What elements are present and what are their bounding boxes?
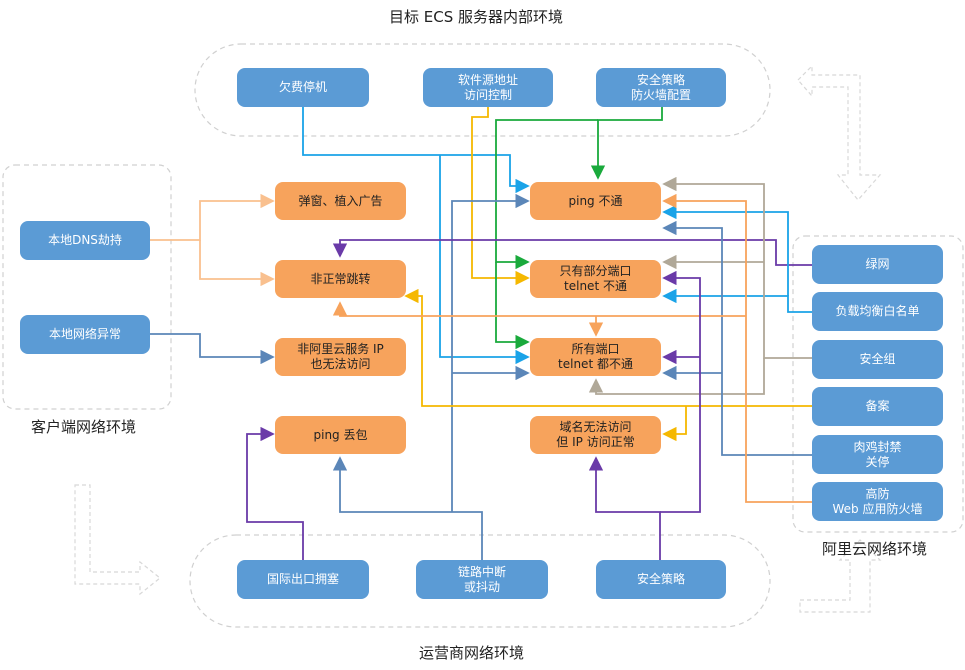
node-ping-fail-label: ping 不通 (568, 193, 623, 208)
line-localnet-to-nonaliyun (150, 333, 275, 365)
node-software-source[interactable]: 软件源地址 访问控制 (423, 68, 553, 107)
node-link-interrupt-line2: 或抖动 (463, 579, 500, 594)
node-slb-whitelist-label: 负载均衡白名单 (835, 304, 920, 318)
line-fw-to-allports (495, 262, 530, 350)
isp-group-border (189, 534, 771, 628)
node-arrears-label: 欠费停机 (278, 80, 327, 94)
ecs-group-border (194, 43, 771, 137)
line-dns-to-redirect (199, 240, 275, 287)
node-zombie-ban[interactable]: 肉鸡封禁 关停 (812, 435, 943, 474)
title-aliyun: 阿里云网络环境 (822, 540, 928, 558)
node-security-policy-fw[interactable]: 安全策略 防火墙配置 (596, 68, 726, 107)
node-popup-ads[interactable]: 弹窗、植入广告 (275, 182, 406, 220)
node-local-network-error[interactable]: 本地网络异常 (20, 315, 150, 354)
node-arrears[interactable]: 欠费停机 (237, 68, 369, 107)
node-ping-loss-label: ping 丢包 (313, 427, 368, 442)
node-zombie-ban-line2: 关停 (865, 454, 890, 469)
line-arrears-to-allports (439, 155, 530, 365)
node-dns-hijack-label: 本地DNS劫持 (48, 233, 122, 247)
node-green-net[interactable]: 绿网 (812, 245, 943, 284)
node-some-ports-line1: 只有部分端口 (559, 264, 632, 278)
node-some-ports[interactable]: 只有部分端口 telnet 不通 (530, 260, 661, 298)
line-waf-to-ping (662, 193, 812, 503)
node-dns-hijack[interactable]: 本地DNS劫持 (20, 221, 150, 260)
node-filing[interactable]: 备案 (812, 387, 943, 426)
node-ping-fail[interactable]: ping 不通 (530, 182, 661, 220)
node-security-group[interactable]: 安全组 (812, 340, 943, 379)
node-isp-policy-label: 安全策略 (636, 572, 685, 586)
corner-arrow-bottom-right (799, 539, 882, 613)
node-link-interrupt[interactable]: 链路中断 或抖动 (416, 560, 548, 599)
line-isppolicy-to-someports (660, 270, 701, 513)
node-all-ports-line1: 所有端口 (571, 342, 620, 356)
line-dns-to-popup (150, 193, 275, 241)
node-ddos-waf-line2: Web 应用防火墙 (832, 501, 923, 516)
title-ecs: 目标 ECS 服务器内部环境 (389, 8, 564, 26)
client-group-border (2, 164, 172, 410)
aliyun-group-border (792, 235, 964, 533)
node-intl-congestion-label: 国际出口拥塞 (266, 572, 339, 586)
node-ddos-waf[interactable]: 高防 Web 应用防火墙 (812, 482, 943, 521)
line-fw-to-someports (495, 119, 598, 270)
line-slb-to-ping (662, 204, 789, 296)
line-arrears-to-ping (302, 107, 530, 194)
node-domain-fail-line1: 域名无法访问 (559, 420, 632, 434)
corner-arrow-bottom-left (74, 484, 161, 596)
node-isp-policy[interactable]: 安全策略 (596, 560, 726, 599)
line-link-to-ping (451, 193, 530, 512)
node-all-ports[interactable]: 所有端口 telnet 都不通 (530, 338, 661, 376)
node-non-aliyun-ip-line2: 也无法访问 (310, 357, 371, 371)
node-non-aliyun-ip[interactable]: 非阿里云服务 IP 也无法访问 (275, 338, 406, 376)
line-link-to-pingloss (332, 456, 483, 560)
group-containers (2, 43, 964, 628)
node-non-aliyun-ip-line1: 非阿里云服务 IP (297, 342, 384, 356)
node-some-ports-line2: telnet 不通 (564, 279, 627, 293)
corner-arrows (74, 64, 882, 613)
line-fw-to-ping (590, 107, 663, 180)
line-filing-to-redirect (404, 288, 812, 407)
node-ddos-waf-line1: 高防 (865, 486, 890, 501)
node-domain-fail[interactable]: 域名无法访问 但 IP 访问正常 (530, 416, 661, 454)
node-link-interrupt-line1: 链路中断 (457, 564, 506, 579)
node-abnormal-redirect[interactable]: 非正常跳转 (275, 260, 406, 298)
connectors (150, 107, 812, 560)
node-ping-loss[interactable]: ping 丢包 (275, 416, 406, 454)
node-abnormal-redirect-label: 非正常跳转 (310, 271, 371, 286)
node-filing-label: 备案 (865, 399, 890, 413)
node-software-source-line1: 软件源地址 (457, 72, 518, 87)
node-software-source-line2: 访问控制 (463, 87, 512, 102)
node-security-policy-fw-line2: 防火墙配置 (630, 87, 691, 102)
line-zombie-to-ping (662, 220, 812, 456)
line-filing-to-domain (662, 406, 687, 442)
line-waf-to-redirect (332, 301, 746, 317)
node-local-network-error-label: 本地网络异常 (48, 327, 121, 341)
node-zombie-ban-line1: 肉鸡封禁 (853, 439, 902, 454)
title-isp: 运营商网络环境 (419, 644, 525, 662)
node-green-net-label: 绿网 (865, 257, 890, 271)
line-intl-to-pingloss (246, 426, 304, 560)
node-domain-fail-line2: 但 IP 访问正常 (556, 435, 635, 449)
node-popup-ads-label: 弹窗、植入广告 (298, 193, 383, 208)
line-slb-to-someports (662, 288, 812, 313)
node-security-policy-fw-line1: 安全策略 (636, 72, 685, 87)
line-secgroup-to-allports (588, 358, 765, 395)
line-isppolicy-to-domain (588, 456, 661, 560)
node-slb-whitelist[interactable]: 负载均衡白名单 (812, 292, 943, 331)
title-client: 客户端网络环境 (31, 418, 137, 436)
node-intl-congestion[interactable]: 国际出口拥塞 (237, 560, 369, 599)
node-security-group-label: 安全组 (859, 352, 896, 366)
corner-arrow-top-right (797, 64, 882, 201)
node-all-ports-line2: telnet 都不通 (558, 357, 633, 371)
line-secgroup-to-ping (662, 176, 812, 359)
line-software-to-someports (471, 107, 530, 286)
